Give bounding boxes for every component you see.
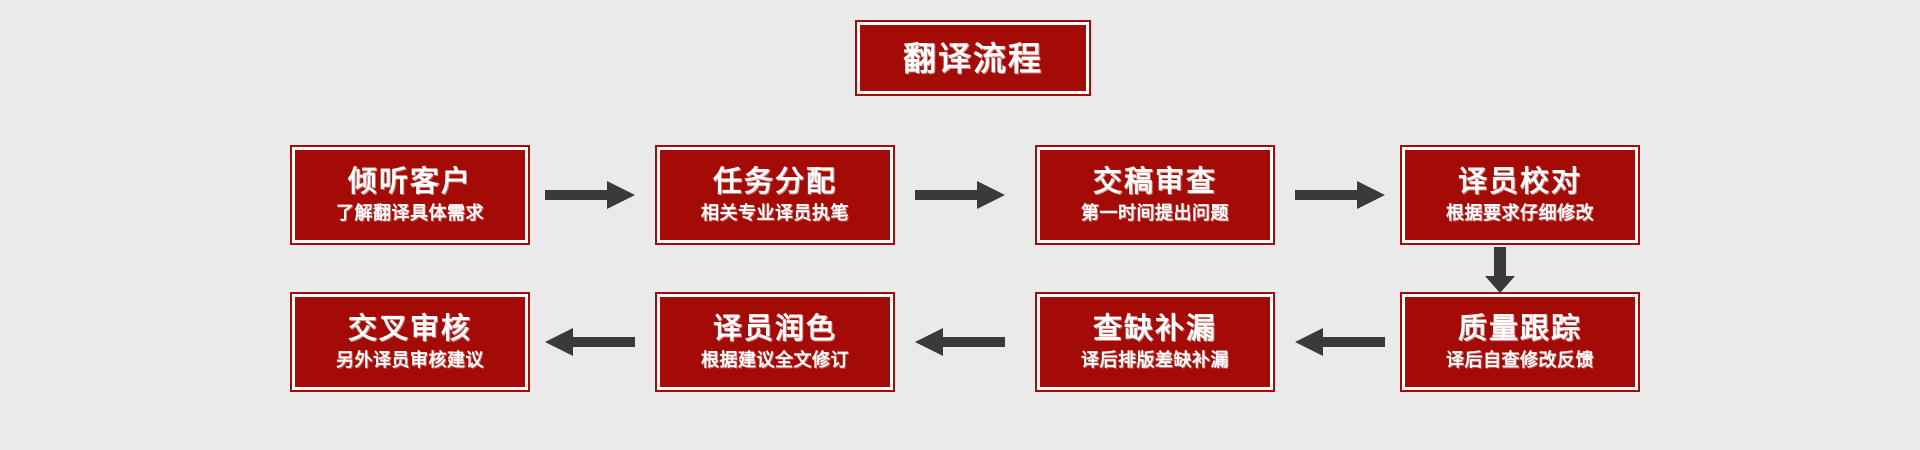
step5-subline: 译后自查修改反馈 bbox=[1446, 350, 1594, 371]
step5-text-wrap: 质量跟踪 译后自查修改反馈 bbox=[1402, 314, 1638, 370]
step4-headline: 译员校对 bbox=[1457, 164, 1582, 198]
flowchart-node-step6: 查缺补漏 译后排版差缺补漏 bbox=[1035, 292, 1275, 392]
arrow-right-icon-step1-step2 bbox=[545, 178, 635, 212]
step1-subline: 了解翻译具体需求 bbox=[336, 203, 484, 224]
step6-subline: 译后排版差缺补漏 bbox=[1081, 350, 1229, 371]
step3-headline: 交稿审查 bbox=[1092, 164, 1217, 198]
flowchart-node-step1: 倾听客户 了解翻译具体需求 bbox=[290, 145, 530, 245]
step2-headline: 任务分配 bbox=[712, 164, 837, 198]
flowchart-node-step4: 译员校对 根据要求仔细修改 bbox=[1400, 145, 1640, 245]
step4-text-wrap: 译员校对 根据要求仔细修改 bbox=[1402, 167, 1638, 223]
title-text-wrap: 翻译流程 bbox=[857, 42, 1089, 75]
arrow-right-icon-step3-step4 bbox=[1295, 178, 1385, 212]
step8-text-wrap: 交叉审核 另外译员审核建议 bbox=[292, 314, 528, 370]
flowchart-node-step8: 交叉审核 另外译员审核建议 bbox=[290, 292, 530, 392]
step2-text-wrap: 任务分配 相关专业译员执笔 bbox=[657, 167, 893, 223]
arrow-down-icon-step4-step5 bbox=[1483, 247, 1517, 293]
step1-text-wrap: 倾听客户 了解翻译具体需求 bbox=[292, 167, 528, 223]
flowchart-node-step5: 质量跟踪 译后自查修改反馈 bbox=[1400, 292, 1640, 392]
flowchart-node-step7: 译员润色 根据建议全文修订 bbox=[655, 292, 895, 392]
step6-headline: 查缺补漏 bbox=[1092, 311, 1217, 345]
step4-subline: 根据要求仔细修改 bbox=[1446, 203, 1594, 224]
step3-subline: 第一时间提出问题 bbox=[1081, 203, 1229, 224]
arrow-left-icon-step6-step7 bbox=[915, 325, 1005, 359]
step1-headline: 倾听客户 bbox=[347, 164, 472, 198]
step8-headline: 交叉审核 bbox=[347, 311, 472, 345]
step6-text-wrap: 查缺补漏 译后排版差缺补漏 bbox=[1037, 314, 1273, 370]
flowchart-node-step2: 任务分配 相关专业译员执笔 bbox=[655, 145, 895, 245]
step5-headline: 质量跟踪 bbox=[1457, 311, 1582, 345]
arrow-left-icon-step5-step6 bbox=[1295, 325, 1385, 359]
arrow-left-icon-step7-step8 bbox=[545, 325, 635, 359]
flowchart-title: 翻译流程 bbox=[903, 38, 1043, 78]
step7-text-wrap: 译员润色 根据建议全文修订 bbox=[657, 314, 893, 370]
arrow-right-icon-step2-step3 bbox=[915, 178, 1005, 212]
flowchart-title-box: 翻译流程 bbox=[855, 20, 1091, 96]
flowchart-node-step3: 交稿审查 第一时间提出问题 bbox=[1035, 145, 1275, 245]
step3-text-wrap: 交稿审查 第一时间提出问题 bbox=[1037, 167, 1273, 223]
step2-subline: 相关专业译员执笔 bbox=[701, 203, 849, 224]
step7-headline: 译员润色 bbox=[712, 311, 837, 345]
step8-subline: 另外译员审核建议 bbox=[336, 350, 484, 371]
step7-subline: 根据建议全文修订 bbox=[701, 350, 849, 371]
